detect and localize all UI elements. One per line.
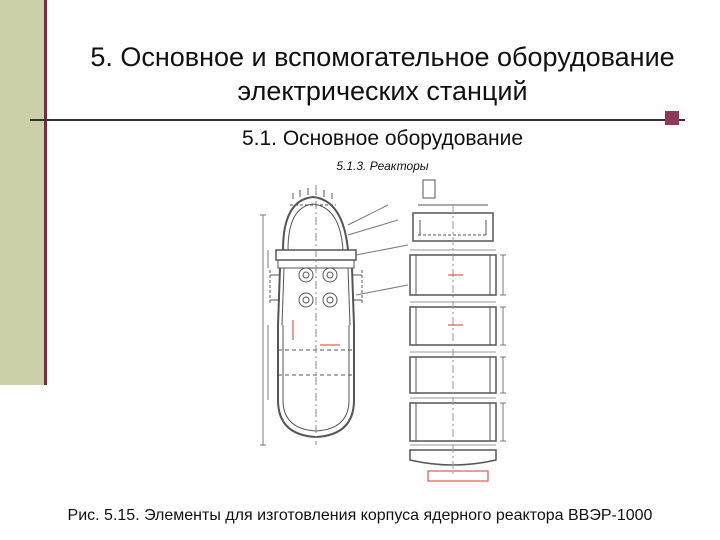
slide-title: 5. Основное и вспомогательное оборудован… — [60, 40, 705, 108]
title-line-2: электрических станций — [237, 76, 528, 106]
section-subtitle: 5.1. Основное оборудование — [241, 127, 524, 150]
exploded-parts — [409, 179, 506, 482]
reactor-vessel-drawing — [248, 175, 510, 487]
subsection-label: 5.1.3. Реакторы — [336, 159, 429, 173]
figure-caption: Рис. 5.15. Элементы для изготовления кор… — [67, 507, 653, 524]
sidebar-edge — [44, 0, 47, 385]
title-accent-square — [665, 111, 679, 125]
assembled-vessel — [260, 185, 363, 446]
sidebar-strip — [0, 0, 44, 385]
title-rule — [30, 119, 685, 121]
title-line-1: 5. Основное и вспомогательное оборудован… — [90, 42, 675, 72]
